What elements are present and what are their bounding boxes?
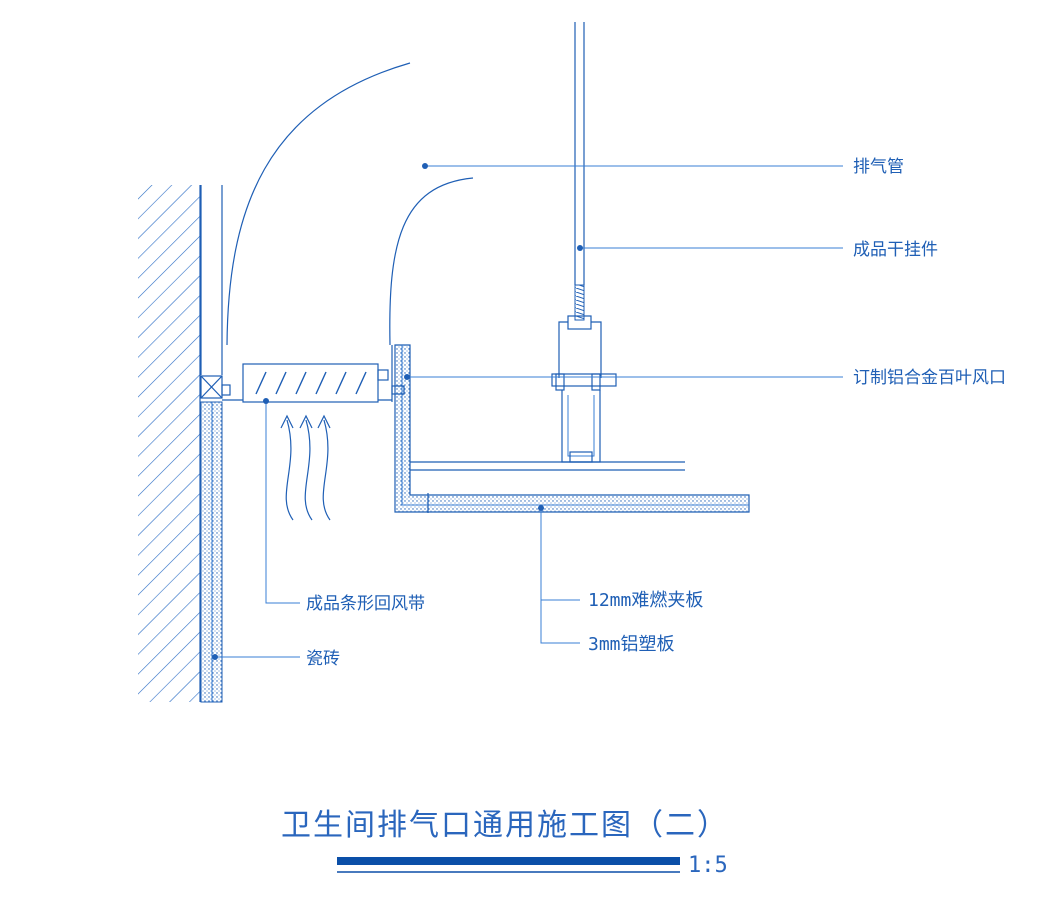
- return-air-strip: [221, 363, 392, 403]
- leader-dots: [212, 163, 583, 660]
- label-fire-board: 12mm难燃夹板: [588, 590, 703, 611]
- label-hanger: 成品干挂件: [853, 240, 938, 260]
- hanger-assembly: [551, 22, 617, 463]
- tile-layer: [200, 185, 223, 703]
- leader-lines: [215, 165, 843, 658]
- label-tile: 瓷砖: [306, 649, 340, 669]
- airflow-arrows: [280, 414, 331, 521]
- drawing-title: 卫生间排气口通用施工图（二）: [281, 808, 729, 843]
- label-exhaust-pipe: 排气管: [853, 157, 904, 177]
- label-alu-plastic: 3mm铝塑板: [588, 634, 675, 655]
- ceiling-board: [391, 344, 750, 513]
- title-underline: [337, 857, 680, 865]
- label-return-strip: 成品条形回风带: [306, 594, 425, 614]
- wall: [138, 185, 201, 702]
- label-louver: 订制铝合金百叶风口: [853, 368, 1006, 388]
- drawing-scale: 1:5: [688, 853, 728, 878]
- exhaust-pipe: [226, 62, 474, 346]
